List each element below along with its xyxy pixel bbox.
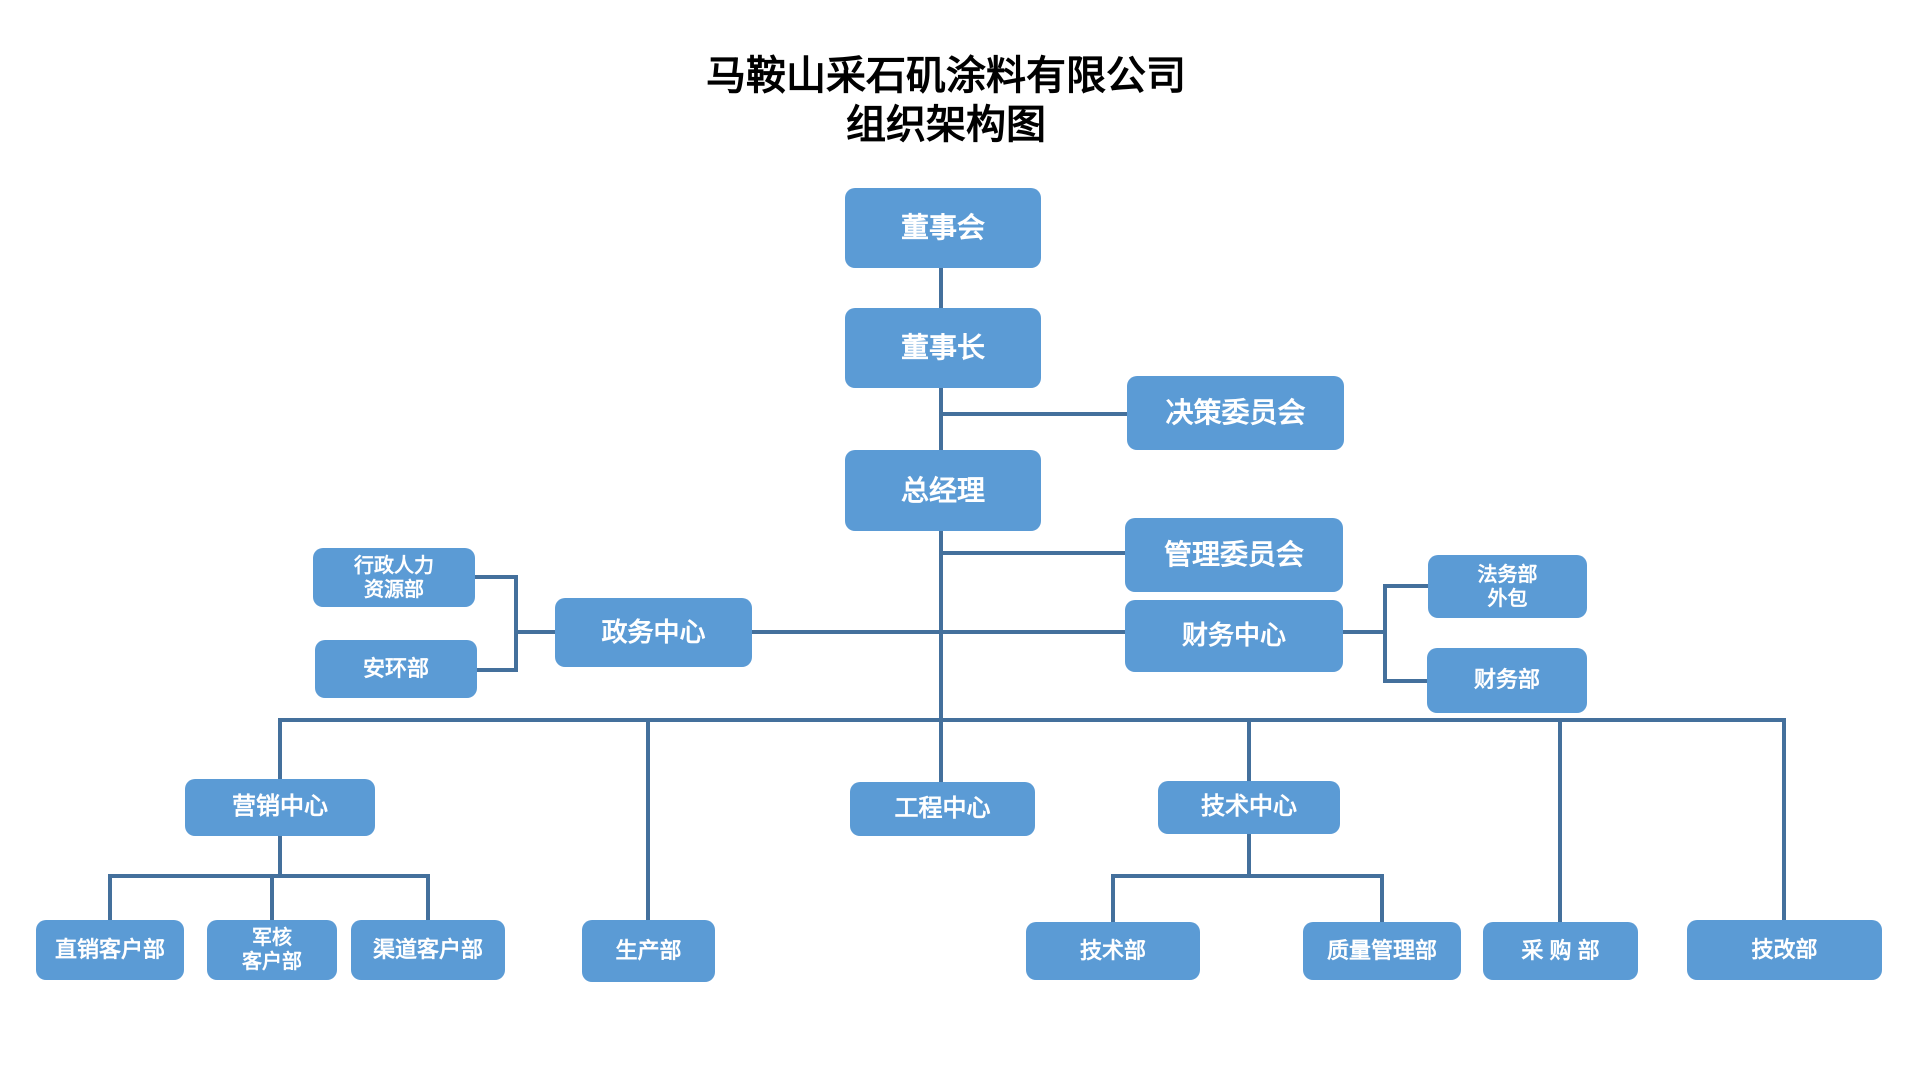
- connector-gov-finance: [752, 630, 1127, 634]
- node-engineering-center: 工程中心: [850, 782, 1035, 836]
- node-board: 董事会: [845, 188, 1041, 268]
- chart-title-line2: 组织架构图: [846, 102, 1046, 147]
- connector-techcenter-down: [1247, 834, 1251, 876]
- node-general-manager: 总经理: [845, 450, 1041, 531]
- connector-marketing-down: [278, 836, 282, 876]
- connector-drop-techcenter: [1247, 720, 1251, 781]
- node-finance-center: 财务中心: [1125, 600, 1343, 672]
- node-decision-committee: 决策委员会: [1127, 376, 1344, 450]
- connector-drop-techdept: [1111, 876, 1115, 922]
- connector-drop-techreno: [1782, 720, 1786, 920]
- node-gov-affairs-center: 政务中心: [555, 598, 752, 667]
- connector-left-sub-vertical: [514, 575, 518, 672]
- connector-finance-right: [1341, 630, 1387, 634]
- node-admin-hr-dept: 行政人力 资源部: [313, 548, 475, 607]
- connector-drop-channel: [426, 876, 430, 920]
- connector-drop-purchasing: [1558, 720, 1562, 922]
- connector-trunk: [278, 718, 1786, 722]
- connector-financedept-branch: [1383, 679, 1429, 683]
- node-management-committee: 管理委员会: [1125, 518, 1343, 592]
- connector-tech-bar: [1111, 874, 1384, 878]
- connector-decision-branch: [941, 412, 1127, 416]
- node-chairman: 董事长: [845, 308, 1041, 388]
- node-marketing-center: 营销中心: [185, 779, 375, 836]
- connector-chairman-gm: [939, 388, 943, 450]
- connector-legal-branch: [1383, 584, 1430, 588]
- connector-gm-trunk: [939, 531, 943, 720]
- connector-management-branch: [941, 551, 1127, 555]
- connector-drop-militarynuclear: [270, 876, 274, 920]
- node-technology-dept: 技术部: [1026, 922, 1200, 980]
- node-technology-center: 技术中心: [1158, 781, 1340, 834]
- connector-board-chairman: [939, 268, 943, 308]
- node-legal-outsource-dept: 法务部 外包: [1428, 555, 1587, 618]
- connector-gov-branch: [514, 630, 557, 634]
- connector-drop-production: [646, 720, 650, 920]
- node-production-dept: 生产部: [582, 920, 715, 982]
- connector-marketing-bar: [108, 874, 430, 878]
- node-military-nuclear-dept: 军核 客户部: [207, 920, 337, 980]
- chart-title-line1: 马鞍山采石矶涂料有限公司: [706, 54, 1186, 98]
- node-direct-sales-dept: 直销客户部: [36, 920, 184, 980]
- node-channel-customer-dept: 渠道客户部: [351, 920, 505, 980]
- node-finance-dept: 财务部: [1427, 648, 1587, 713]
- node-quality-mgmt-dept: 质量管理部: [1303, 922, 1461, 980]
- chart-title: 马鞍山采石矶涂料有限公司 组织架构图: [706, 52, 1186, 150]
- connector-drop-marketing: [278, 720, 282, 779]
- connector-drop-quality: [1380, 876, 1384, 922]
- node-tech-renovation-dept: 技改部: [1687, 920, 1882, 980]
- node-safety-env-dept: 安环部: [315, 640, 477, 698]
- node-purchasing-dept: 采 购 部: [1483, 922, 1638, 980]
- connector-safety-branch: [475, 668, 518, 672]
- connector-drop-engineering: [939, 720, 943, 782]
- connector-drop-directsales: [108, 876, 112, 920]
- connector-adminhr-branch: [473, 575, 518, 579]
